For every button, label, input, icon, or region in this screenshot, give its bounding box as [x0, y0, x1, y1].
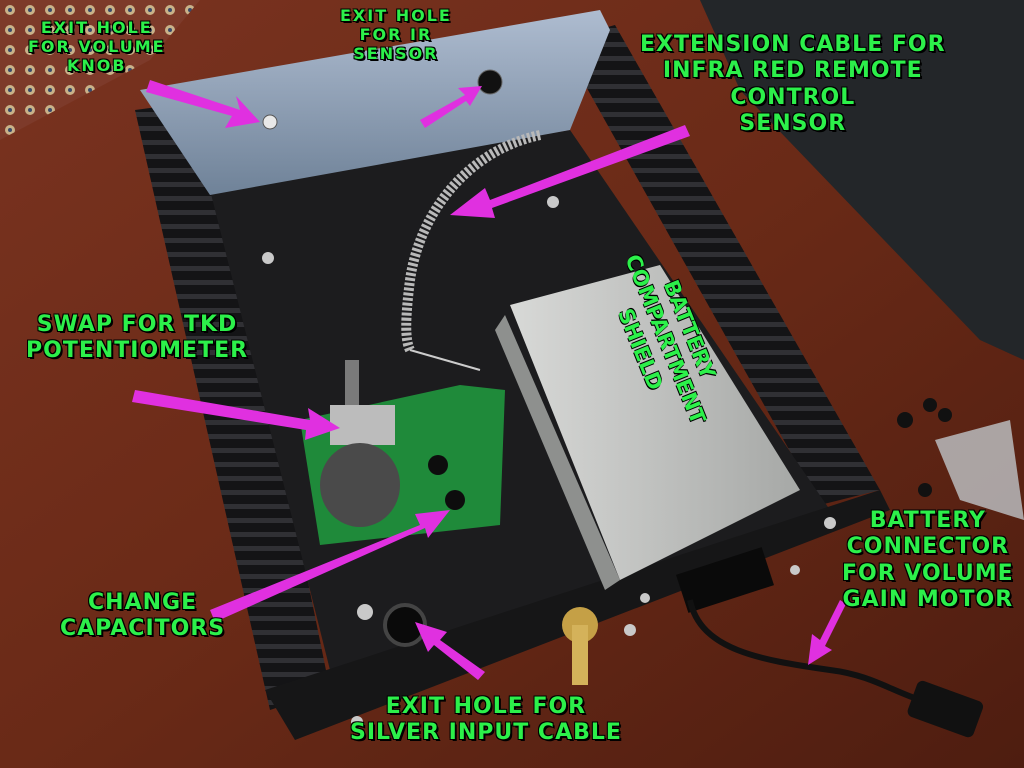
arrow-capacitors: [210, 510, 450, 622]
label-line: POTENTIOMETER: [26, 338, 249, 364]
arrow-battery-connector: [808, 600, 846, 665]
label-potentiometer: SWAP FOR TKD POTENTIOMETER: [26, 312, 248, 365]
ir-extension-cable: [401, 130, 542, 353]
label-line: CHANGE: [88, 590, 198, 615]
label-line: EXIT HOLE: [40, 18, 153, 37]
arrow-potentiometer: [132, 390, 340, 440]
rug-corner: [0, 0, 200, 140]
label-line: GAIN MOTOR: [842, 587, 1014, 613]
volume-knob-hole: [262, 114, 278, 130]
label-battery-connector: BATTERY CONNECTOR FOR VOLUME GAIN MOTOR: [842, 508, 1014, 614]
label-line: KNOB: [67, 56, 127, 76]
label-line: FOR VOLUME: [842, 560, 1014, 586]
label-line: FOR IR: [359, 25, 433, 45]
input-terminal-post: [572, 625, 588, 685]
label-line: EXIT HOLE: [340, 6, 452, 25]
chassis-screws: [262, 196, 836, 728]
arrow-ir-sensor: [420, 86, 482, 128]
label-line: CONTROL: [730, 84, 856, 110]
potentiometer-body: [330, 405, 395, 445]
label-volume-knob-hole: EXIT HOLE FOR VOLUME KNOB: [28, 18, 166, 76]
label-line: CONNECTOR: [846, 534, 1010, 560]
ir-cable-wires: [409, 349, 481, 371]
loose-screws: [897, 398, 952, 497]
battery-cable: [687, 599, 921, 703]
arrow-extension-cable: [450, 125, 690, 218]
battery-shield-side: [495, 315, 620, 590]
capacitor-2: [445, 490, 465, 510]
label-line: EXIT HOLE FOR: [385, 694, 587, 719]
potentiometer-shaft: [345, 360, 359, 405]
left-heatsink: [135, 100, 330, 710]
label-line: EXTENSION CABLE FOR: [640, 32, 946, 57]
motor: [320, 443, 400, 527]
label-input-cable: EXIT HOLE FOR SILVER INPUT CABLE: [350, 694, 622, 747]
label-line: SENSOR: [353, 44, 439, 64]
dark-enclosure-right: [700, 0, 1024, 360]
capacitor-1: [428, 455, 448, 475]
front-panel: [140, 10, 610, 195]
label-ir-sensor-hole: EXIT HOLE FOR IR SENSOR: [340, 6, 452, 64]
battery-shield-box: [510, 265, 800, 580]
arrow-input-cable: [415, 622, 485, 680]
label-line: SWAP FOR TKD: [36, 312, 238, 337]
label-line: INFRA RED REMOTE: [662, 58, 923, 84]
arrow-volume-knob: [146, 80, 260, 128]
label-extension-cable: EXTENSION CABLE FOR INFRA RED REMOTE CON…: [640, 32, 946, 138]
label-line: CAPACITORS: [60, 616, 226, 642]
input-cable-hole: [383, 603, 427, 647]
plastic-bag: [935, 420, 1024, 520]
battery-clip: [907, 680, 984, 738]
annotation-arrows: [132, 80, 846, 680]
label-line: FOR VOLUME: [28, 37, 166, 57]
ir-sensor-hole: [477, 69, 503, 95]
label-line: BATTERY: [869, 508, 986, 533]
connector-opening: [676, 547, 774, 613]
label-capacitors: CHANGE CAPACITORS: [60, 590, 225, 643]
label-line: SILVER INPUT CABLE: [350, 720, 622, 746]
label-line: SENSOR: [739, 111, 847, 137]
